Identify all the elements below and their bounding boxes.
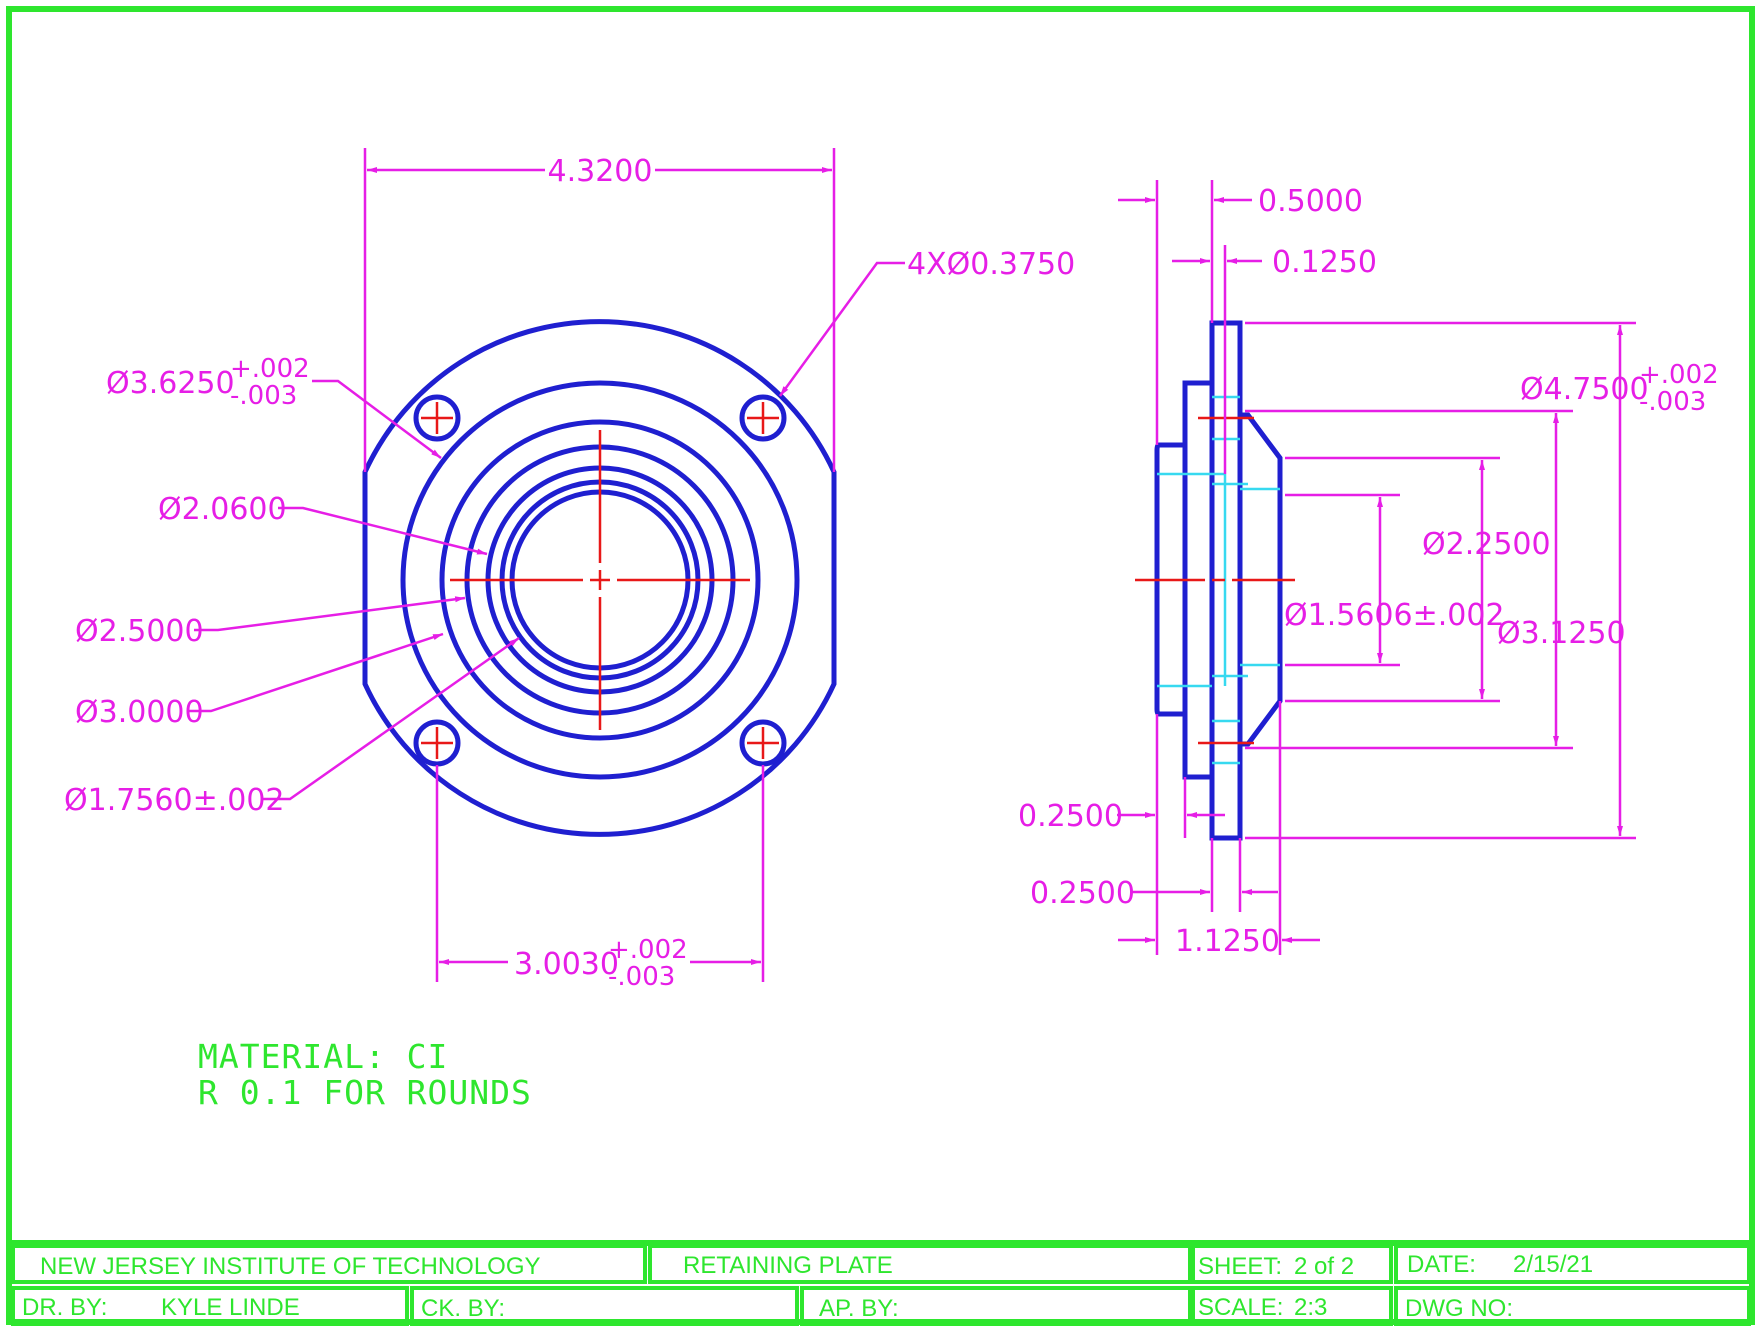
dim-0-1250: 0.1250 (1272, 245, 1377, 280)
dim-dia-3-6250: Ø3.6250 (106, 366, 235, 401)
dim-4x-holes: 4XØ0.3750 (907, 247, 1075, 282)
date-label: DATE: (1407, 1251, 1476, 1278)
dim-0-2500-upper: 0.2500 (1018, 799, 1123, 834)
scale-label: SCALE: (1198, 1294, 1283, 1321)
bolt-hole-top-right (739, 394, 787, 442)
dim-dia-4-7500: Ø4.7500 (1520, 372, 1649, 407)
circle-3-0000 (439, 419, 761, 741)
dwg-no-label: DWG NO: (1405, 1295, 1513, 1322)
side-dimension-text: 0.5000 0.1250 Ø4.7500 +.002 -.003 Ø2.250… (1018, 184, 1719, 959)
title-block: NEW JERSEY INSTITUTE OF TECHNOLOGY RETAI… (9, 1240, 1752, 1326)
drawn-by-value: KYLE LINDE (161, 1294, 300, 1321)
dim-1-1250: 1.1250 (1175, 924, 1280, 959)
dim-dia-2-0600: Ø2.0600 (158, 492, 287, 527)
note-rounds: R 0.1 FOR ROUNDS (198, 1073, 532, 1112)
front-centerlines (421, 402, 779, 759)
dim-4-7500-tol-plus: +.002 (1639, 360, 1719, 390)
side-view: 0.5000 0.1250 Ø4.7500 +.002 -.003 Ø2.250… (1018, 180, 1719, 959)
dim-dia-2-2500: Ø2.2500 (1422, 527, 1551, 562)
bolt-hole-bottom-right (739, 719, 787, 767)
dim-3-0030-tol-minus: -.003 (608, 962, 675, 992)
dim-dia-1-5606: Ø1.5606±.002 (1284, 598, 1505, 633)
notes: MATERIAL: CI R 0.1 FOR ROUNDS (198, 1037, 532, 1112)
side-centerlines (1135, 416, 1295, 745)
dim-4-3200: 4.3200 (548, 154, 653, 189)
front-view: 4.3200 3.0030 +.002 -.003 4XØ0.3750 Ø3.6… (64, 148, 1075, 992)
scale-value: 2:3 (1294, 1294, 1327, 1321)
dim-4-7500-tol-minus: -.003 (1639, 387, 1706, 417)
front-dimension-text: 4.3200 3.0030 +.002 -.003 4XØ0.3750 Ø3.6… (64, 154, 1075, 992)
front-dimensions (187, 148, 905, 982)
dim-dia-2-5000: Ø2.5000 (75, 614, 204, 649)
bolt-hole-top-left (413, 394, 461, 442)
dim-3-0030-tol-plus: +.002 (608, 935, 688, 965)
sheet-value: 2 of 2 (1294, 1253, 1354, 1280)
dim-dia-1-7560: Ø1.7560±.002 (64, 783, 285, 818)
note-material: MATERIAL: CI (198, 1037, 448, 1076)
part-name: RETAINING PLATE (683, 1252, 893, 1279)
dim-0-2500-lower: 0.2500 (1030, 876, 1135, 911)
sheet-label: SHEET: (1198, 1253, 1282, 1280)
flange-outline (362, 319, 837, 837)
dim-dia-3-0000: Ø3.0000 (75, 695, 204, 730)
institution-name: NEW JERSEY INSTITUTE OF TECHNOLOGY (40, 1253, 541, 1280)
dim-3-6250-tol-minus: -.003 (230, 381, 297, 411)
side-dimensions (1117, 180, 1636, 955)
bolt-hole-bottom-left (413, 719, 461, 767)
dim-0-5000: 0.5000 (1258, 184, 1363, 219)
dim-dia-3-1250: Ø3.1250 (1497, 616, 1626, 651)
dim-3-6250-tol-plus: +.002 (230, 354, 310, 384)
checked-by-label: CK. BY: (421, 1295, 505, 1322)
dim-3-0030: 3.0030 (514, 947, 619, 982)
drawn-by-label: DR. BY: (22, 1294, 107, 1321)
sheet-border (6, 6, 1755, 1325)
circle-3-6250 (400, 380, 800, 780)
date-value: 2/15/21 (1513, 1251, 1593, 1278)
approved-by-label: AP. BY: (819, 1295, 899, 1322)
